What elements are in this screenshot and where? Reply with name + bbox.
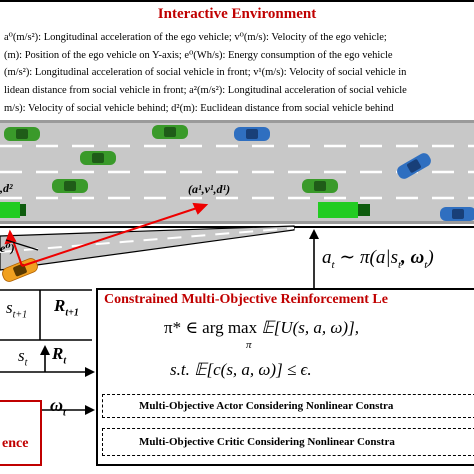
objective-rhs: 𝔼[U(s, a, ω)],: [261, 318, 359, 337]
action-symbol: a: [322, 247, 332, 268]
road-edge-top: [0, 120, 474, 123]
preference-weight-label: ωt: [50, 395, 66, 419]
car-green-4: [52, 179, 88, 193]
objective-lhs: π* ∈ arg max: [164, 318, 258, 337]
truck-1: [0, 202, 26, 218]
policy-close: ): [427, 247, 434, 268]
car-green-3: [80, 151, 116, 165]
on-ramp: [0, 225, 295, 271]
car-blue-3: [440, 207, 474, 221]
definition-line-2: (m): Position of the ego vehicle on Y-ax…: [4, 50, 393, 61]
cmorl-title: Constrained Multi-Objective Reinforcemen…: [104, 292, 388, 307]
cmorl-panel: [96, 288, 474, 466]
truck-2: [318, 202, 370, 218]
actor-module: Multi-Objective Actor Considering Nonlin…: [102, 394, 474, 418]
variable-definitions: a⁰(m/s²): Longitudinal acceleration of t…: [4, 31, 474, 121]
state-subscript: t: [397, 258, 402, 271]
car-green-2: [152, 125, 188, 139]
preference-subscript: t: [424, 258, 428, 271]
argmax-subscript: π: [246, 339, 252, 351]
preference-panel-label: ence: [2, 436, 29, 451]
interactive-environment-panel: [0, 0, 474, 228]
definition-line-1: a⁰(m/s²): Longitudinal acceleration of t…: [4, 32, 387, 43]
preference-panel: [0, 400, 42, 466]
critic-module: Multi-Objective Critic Considering Nonli…: [102, 428, 474, 456]
constraint-equation: s.t. 𝔼[c(s, a, ω)] ≤ ϵ.: [170, 360, 312, 379]
definition-line-5: m/s): Velocity of social vehicle behind;…: [4, 103, 394, 114]
lane-markings: [0, 144, 474, 200]
policy-args: (a|s: [369, 247, 398, 268]
front-vehicle-label: (a¹,v¹,d¹): [188, 182, 231, 196]
policy-expression: at ∼ π(a|st, ωt): [322, 246, 434, 271]
definition-line-3: (m/s²): Longitudinal acceleration of soc…: [4, 67, 407, 78]
behind-vehicle-label: ,d²: [0, 181, 13, 195]
objective-equation: π* ∈ arg max 𝔼[U(s, a, ω)],: [164, 318, 359, 338]
action-subscript: t: [331, 258, 335, 271]
reward-label: Rt: [52, 344, 67, 367]
car-blue-2: [397, 153, 431, 179]
policy-tilde: ∼ π: [334, 247, 370, 268]
next-state-label: st+1: [6, 298, 28, 321]
car-green-1: [4, 127, 40, 141]
definition-line-4: lidean distance from social vehicle in f…: [4, 85, 407, 96]
policy-preference: , ω: [401, 247, 425, 268]
ego-vehicle-label: e⁰): [0, 241, 15, 255]
car-green-5: [302, 179, 338, 193]
environment-title: Interactive Environment: [157, 6, 317, 22]
next-reward-label: Rt+1: [54, 296, 79, 319]
car-blue-1: [234, 127, 270, 141]
state-label: st: [18, 346, 28, 369]
road-edge-bottom: [0, 221, 474, 224]
